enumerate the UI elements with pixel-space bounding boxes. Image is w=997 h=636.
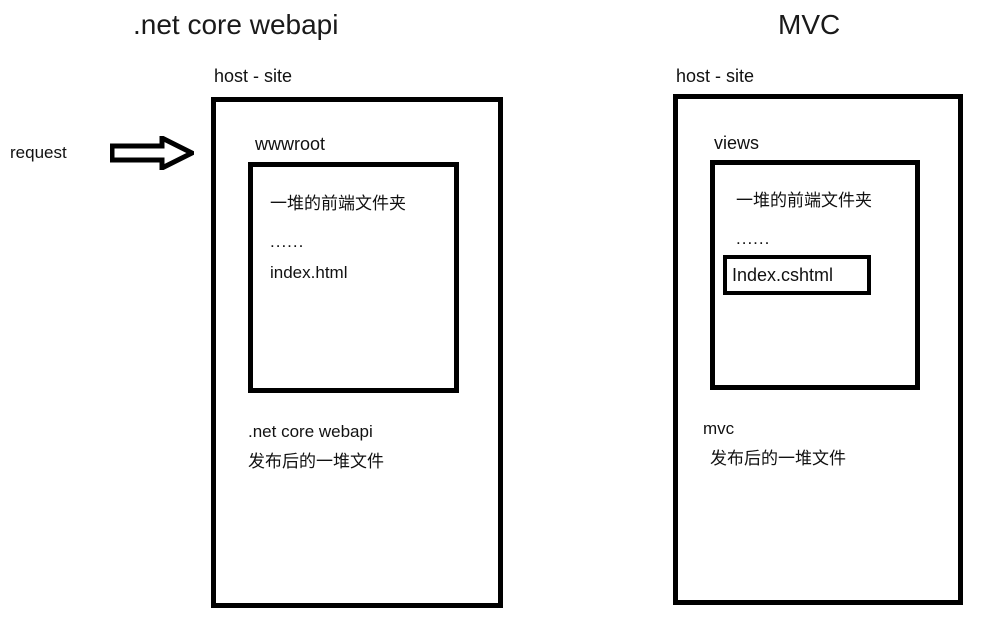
folder-label-wwwroot: wwwroot [255, 134, 326, 154]
panel-title-webapi: .net core webapi [133, 9, 339, 40]
host-box-mvc: views 一堆的前端文件夹 ...... Index.cshtml mvc 发… [673, 94, 963, 605]
highlighted-file-index-cshtml[interactable]: Index.cshtml [723, 255, 871, 295]
host-box-webapi: wwwroot 一堆的前端文件夹 ...... index.html .net … [211, 97, 503, 608]
folder-box-views: 一堆的前端文件夹 ...... Index.cshtml [710, 160, 920, 390]
folder-box-wwwroot: 一堆的前端文件夹 ...... index.html [248, 162, 459, 393]
folder-item: 一堆的前端文件夹 [736, 191, 872, 210]
panel-title-mvc: MVC [778, 9, 841, 40]
highlighted-file-label: Index.cshtml [732, 265, 834, 285]
request-label: request [10, 143, 67, 162]
folder-item: ...... [270, 232, 305, 251]
host-site-label-mvc: host - site [676, 66, 755, 86]
host-note-line: .net core webapi [248, 422, 373, 441]
host-note-line: 发布后的一堆文件 [248, 452, 384, 471]
folder-item: index.html [270, 263, 348, 282]
right-block-arrow-icon [109, 133, 198, 173]
folder-item: 一堆的前端文件夹 [270, 194, 406, 213]
folder-item: ...... [736, 229, 771, 248]
folder-label-views: views [714, 133, 760, 153]
host-note-line: 发布后的一堆文件 [710, 449, 846, 468]
host-note-line: mvc [703, 419, 735, 438]
host-site-label-webapi: host - site [214, 66, 293, 86]
